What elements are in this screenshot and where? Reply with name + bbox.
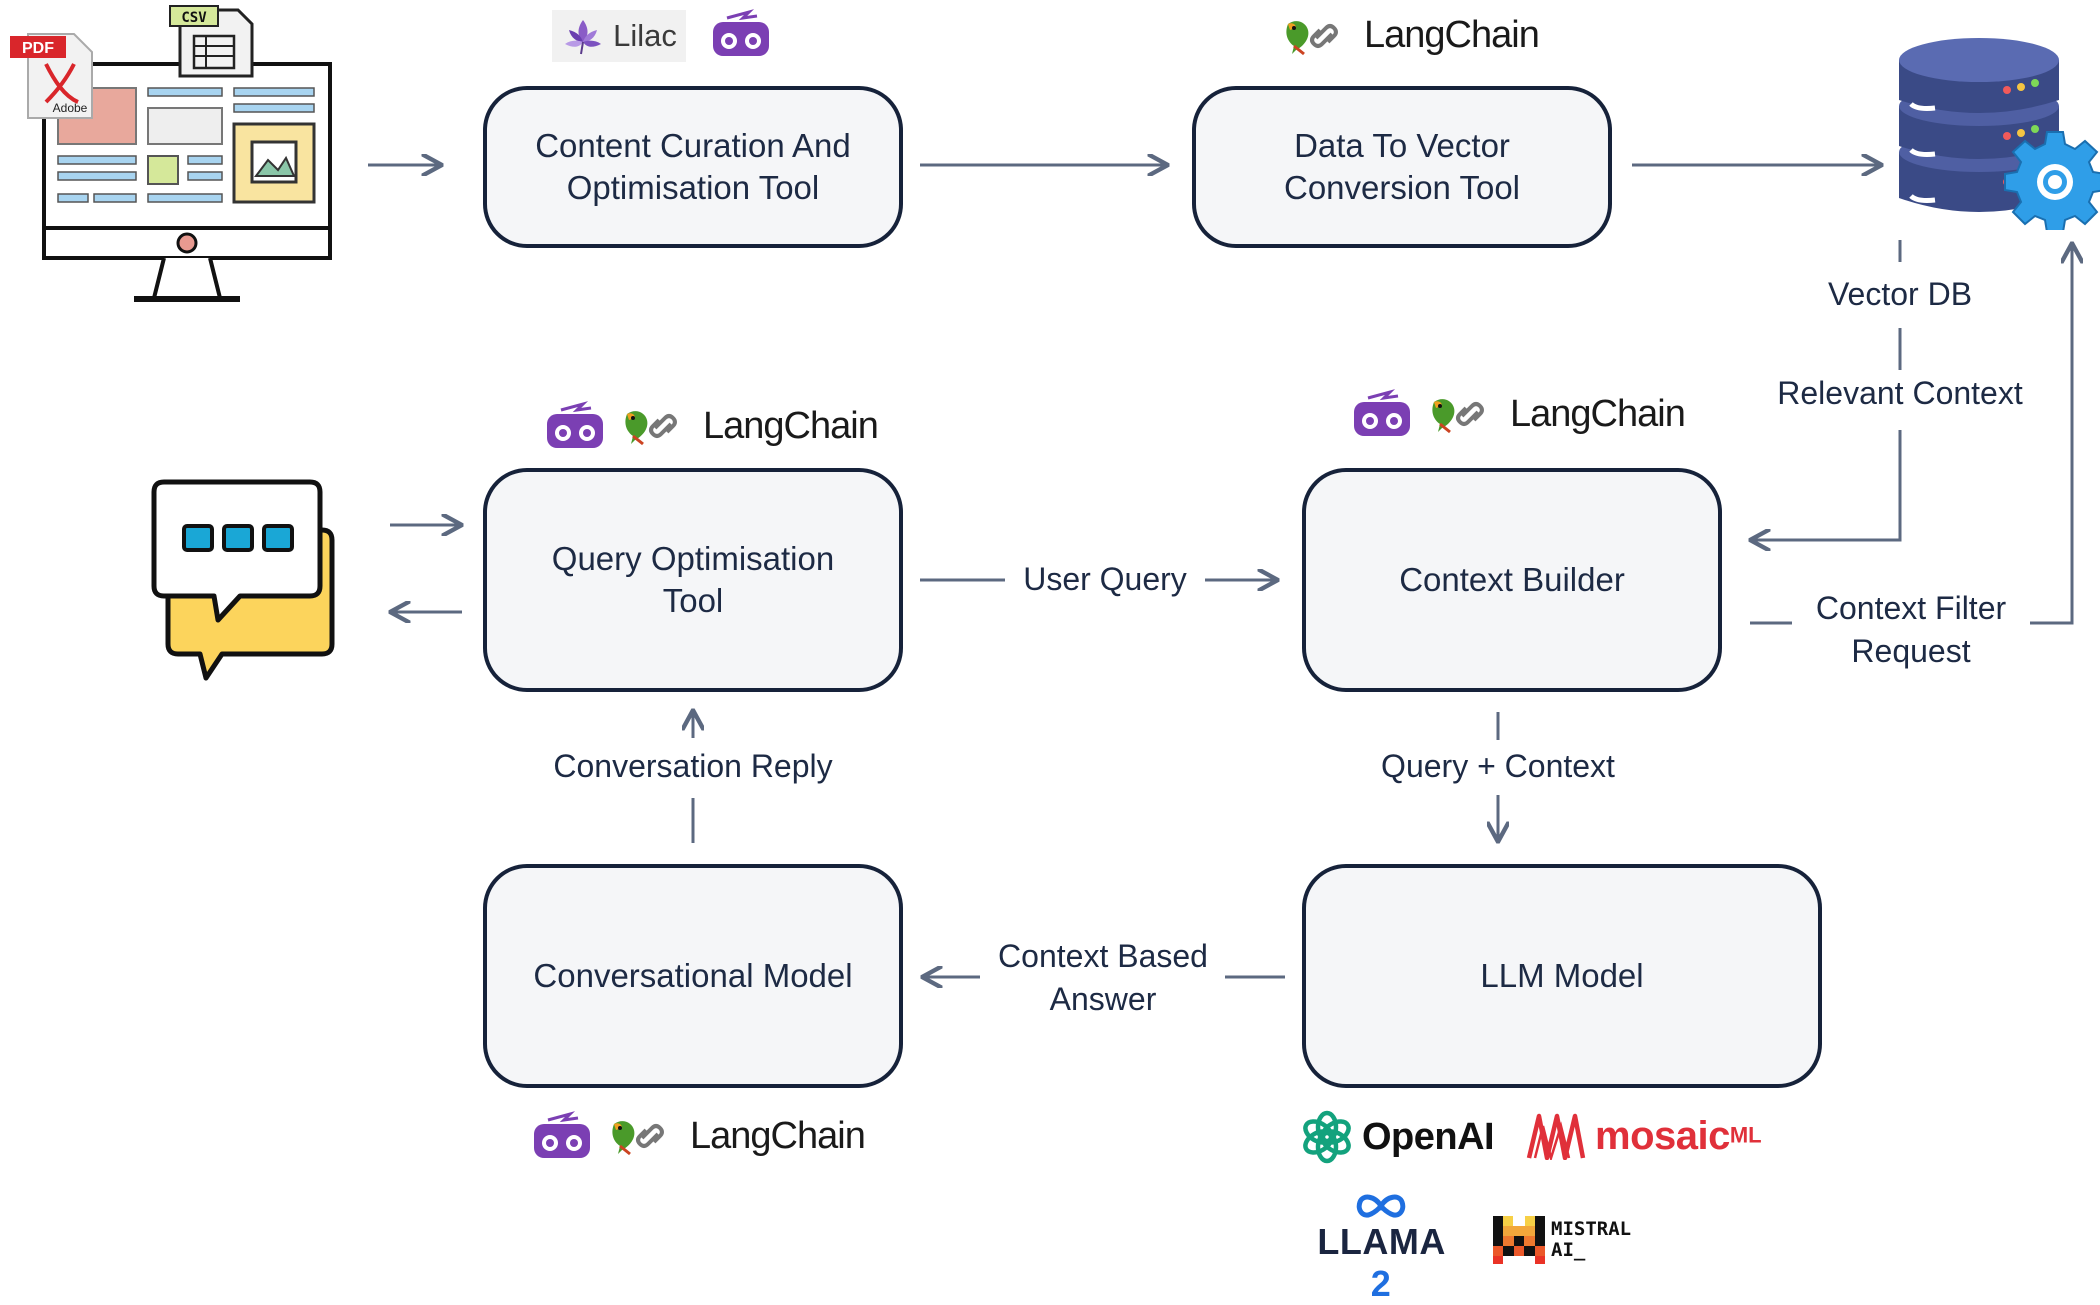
query-optimisation-node[interactable]: Query Optimisation Tool: [483, 468, 903, 692]
langchain-parrot-chain-icon: [1286, 20, 1338, 55]
content-curation-label: Content Curation And Optimisation Tool: [535, 127, 851, 206]
llm-model-label: LLM Model: [1480, 957, 1644, 994]
meta-infinity-icon: [1356, 1194, 1406, 1218]
openai-brand: OpenAI: [1300, 1110, 1495, 1164]
context-filter-request-label: Context Filter Request: [1795, 587, 2027, 673]
connectors: [368, 0, 2100, 1272]
data-to-vector-node[interactable]: Data To Vector Conversion Tool: [1192, 86, 1612, 248]
pdf-tag: PDF: [22, 40, 54, 57]
llama-number: 2: [1370, 1263, 1392, 1304]
llama-2-brand: LLAMA 2: [1305, 1192, 1457, 1305]
langchain-brand-context: LangChain: [1352, 388, 1686, 440]
context-builder-node[interactable]: Context Builder: [1302, 468, 1722, 692]
conversational-model-label: Conversational Model: [533, 957, 853, 994]
openai-text: OpenAI: [1362, 1115, 1495, 1158]
csv-tag: CSV: [181, 10, 207, 26]
lilac-text: Lilac: [613, 18, 677, 53]
mistral-text: MISTRAL AI_: [1551, 1218, 1632, 1261]
langchain-brand-query: LangChain: [545, 400, 879, 452]
langchain-robot-icon: [547, 401, 603, 448]
arrow-relevant-to-context-builder: [1752, 430, 1902, 540]
langchain-brand-conversational: LangChain: [532, 1110, 866, 1162]
query-optimisation-label: Query Optimisation Tool: [551, 540, 835, 619]
langchain-text: LangChain: [1364, 14, 1540, 56]
langchain-parrot-chain-icon: [1432, 399, 1484, 434]
content-curation-node[interactable]: Content Curation And Optimisation Tool: [483, 86, 903, 248]
query-plus-context-label: Query + Context: [1370, 745, 1626, 788]
lilac-brand: Lilac: [552, 10, 686, 62]
llama-text: LLAMA: [1317, 1221, 1445, 1262]
vector-db-label: Vector DB: [1815, 273, 1985, 316]
context-builder-label: Context Builder: [1399, 561, 1625, 598]
langchain-parrot-chain-icon: [625, 411, 677, 446]
mistral-ai-brand: MISTRAL AI_: [1493, 1216, 1631, 1264]
mosaic-ml-sup: ML: [1729, 1122, 1762, 1148]
langchain-text: LangChain: [703, 404, 879, 447]
langchain-robot-icon: [534, 1111, 590, 1158]
langchain-robot-icon: [713, 9, 769, 56]
relevant-context-label: Relevant Context: [1755, 372, 2045, 415]
lilac-flower-icon: [565, 20, 602, 55]
langchain-text: LangChain: [690, 1114, 866, 1157]
chat-bubbles-icon: [151, 479, 335, 681]
adobe-text: Adobe: [53, 101, 88, 115]
database-with-gear-icon: [1899, 38, 2100, 230]
monitor-with-documents-icon: PDF Adobe CSV: [10, 5, 332, 302]
user-query-label: User Query: [1008, 558, 1202, 601]
mosaic-ml-brand: mosaicML: [1525, 1112, 1762, 1160]
mistral-m-icon: [1493, 1216, 1545, 1264]
langchain-parrot-chain-icon: [612, 1121, 664, 1156]
langchain-brand-vector: LangChain: [1282, 14, 1540, 57]
arrow-filter-to-db: [2030, 245, 2072, 625]
data-to-vector-label: Data To Vector Conversion Tool: [1283, 127, 1521, 206]
mosaic-ml-icon: [1526, 1113, 1586, 1160]
langchain-robot-icon: [1354, 389, 1410, 436]
conversational-model-node[interactable]: Conversational Model: [483, 864, 903, 1088]
langchain-text: LangChain: [1510, 392, 1686, 435]
mosaic-text: mosaic: [1595, 1113, 1730, 1158]
conversation-reply-label: Conversation Reply: [535, 745, 851, 788]
openai-icon: [1303, 1110, 1351, 1164]
llm-model-node[interactable]: LLM Model: [1302, 864, 1822, 1088]
context-based-answer-label: Context Based Answer: [983, 935, 1223, 1021]
